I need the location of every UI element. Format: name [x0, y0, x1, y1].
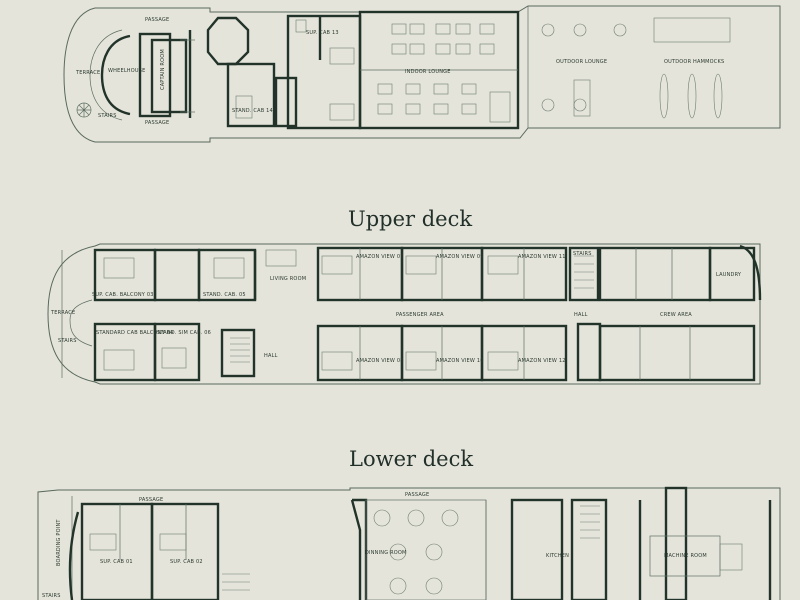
- label-amazon-view-08: AMAZON VIEW 08: [356, 358, 404, 364]
- label-wheelhouse: WHEELHOUSE: [108, 68, 146, 74]
- label-passage-lower-mid: PASSAGE: [405, 492, 429, 498]
- amazon-view-cabins: [316, 246, 568, 382]
- label-sup-cab-13: SUP. CAB 13: [306, 30, 339, 36]
- label-sup-cab-balcony-03: SUP. CAB. BALCONY 03: [92, 292, 154, 298]
- label-passenger-area: PASSENGER AREA: [396, 312, 444, 318]
- label-outdoor-lounge: OUTDOOR LOUNGE: [556, 59, 607, 65]
- octagon-room: [206, 16, 250, 66]
- label-terrace-top: TERRACE: [75, 70, 100, 76]
- hammocks: [653, 17, 731, 119]
- upper-deck: TERRACE STAIRS SUP. CAB. BALCONY 03 STAN…: [47, 243, 762, 385]
- label-living-room: LIVING ROOM: [270, 276, 306, 282]
- label-terrace-upper: TERRACE: [50, 310, 75, 316]
- lower-deck-hull: [37, 487, 781, 600]
- upper-deck-title: Upper deck: [348, 207, 472, 231]
- outdoor-lounge-tables: [541, 23, 627, 117]
- label-captain-room: CAPTAIN ROOM: [160, 49, 166, 90]
- label-passage-lower-left: PASSAGE: [139, 497, 163, 503]
- label-hall-upper-mid: HALL: [574, 312, 588, 318]
- label-amazon-view-12: AMAZON VIEW 12: [518, 358, 566, 364]
- label-boarding-point: BOARDING POINT: [56, 519, 62, 566]
- top-deck-hull: [63, 5, 781, 143]
- label-stand-cab-05: STAND. CAB. 05: [203, 292, 246, 298]
- indoor-lounge-furniture: [377, 23, 511, 123]
- label-amazon-view-09: AMAZON VIEW 09: [436, 254, 484, 260]
- label-indoor-lounge: INDOOR LOUNGE: [405, 69, 451, 75]
- label-amazon-view-10: AMAZON VIEW 10: [436, 358, 484, 364]
- label-stairs-upper: STAIRS: [58, 338, 77, 344]
- label-machine-room: MACHINE ROOM: [664, 553, 707, 559]
- upper-deck-hull: [47, 243, 761, 385]
- label-dinning-room: DINNING ROOM: [365, 550, 407, 556]
- lower-deck: PASSAGE PASSAGE BOARDING POINT SUP. CAB …: [37, 486, 781, 600]
- dining-tables: [373, 509, 459, 595]
- label-amazon-view-07: AMAZON VIEW 07: [356, 254, 404, 260]
- lower-deck-title: Lower deck: [349, 447, 473, 471]
- label-stairs-upper-mid: STAIRS: [573, 251, 592, 257]
- label-stairs-lower: STAIRS: [42, 593, 61, 599]
- label-crew-area: CREW AREA: [660, 312, 692, 318]
- label-laundry: LAUNDRY: [716, 272, 742, 278]
- label-standard-cab-balcony-04: STANDARD CAB BALCONY 04: [96, 330, 173, 336]
- label-stand-sim-cab-06: STAND. SIM CAB. 06: [157, 330, 211, 336]
- label-outdoor-hammocks: OUTDOOR HAMMOCKS: [664, 59, 724, 65]
- label-sup-cab-02: SUP. CAB 02: [170, 559, 203, 565]
- label-hall-upper-left: HALL: [264, 353, 278, 359]
- label-sup-cab-01: SUP. CAB 01: [100, 559, 133, 565]
- top-deck: PASSAGE PASSAGE TERRACE WHEELHOUSE CAPTA…: [63, 5, 781, 143]
- label-passage-bottom: PASSAGE: [145, 120, 169, 126]
- label-amazon-view-11: AMAZON VIEW 11: [518, 254, 566, 260]
- label-stairs-top: STAIRS: [98, 113, 117, 119]
- label-kitchen: KITCHEN: [546, 553, 569, 559]
- terrace-arc: [100, 34, 131, 116]
- label-stand-cab-14: STAND. CAB 14: [232, 108, 273, 114]
- label-passage-top: PASSAGE: [145, 17, 169, 23]
